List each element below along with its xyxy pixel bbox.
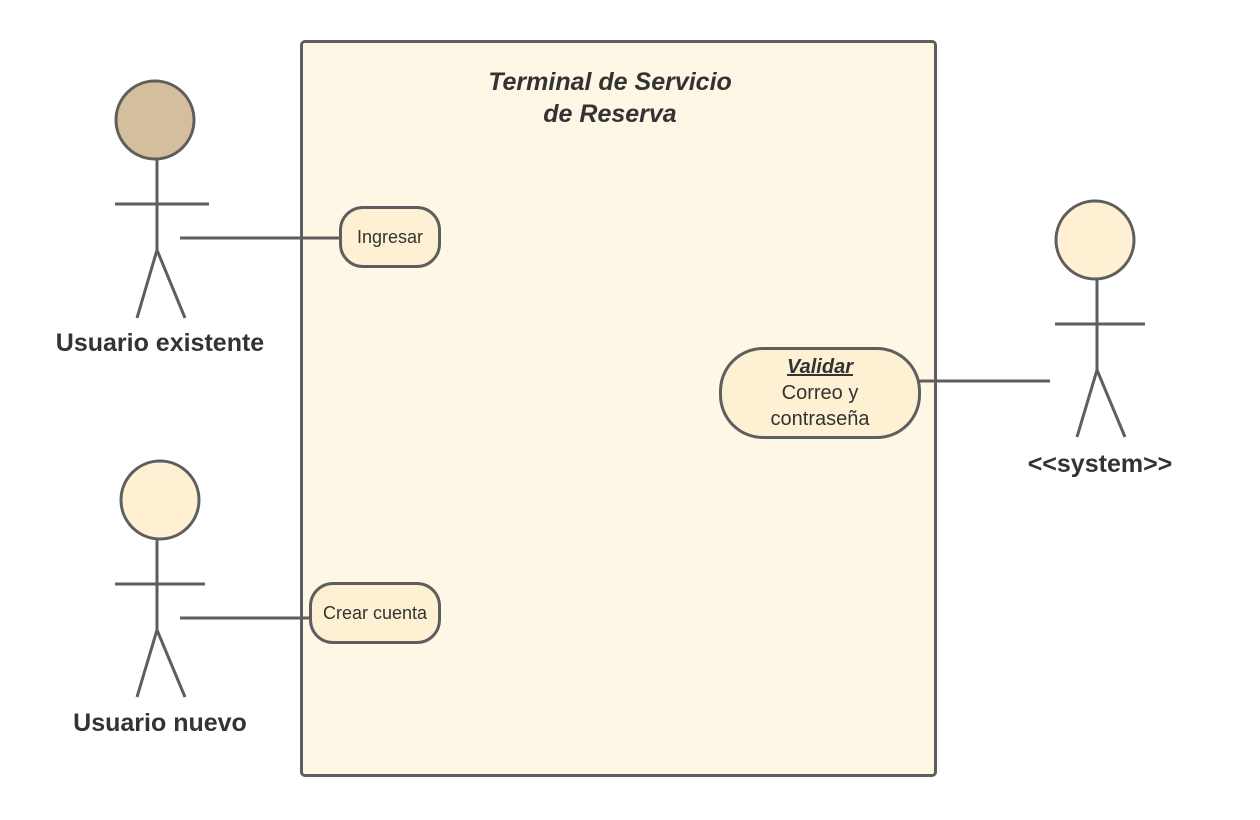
use-case-validate-body: Correo y contraseña [770, 382, 870, 430]
actor-system-head [1054, 199, 1136, 281]
use-case-create-account-label: Crear cuenta [322, 602, 428, 623]
actor-existing-user-head [114, 79, 196, 161]
actor-existing-user-label: Usuario existente [55, 329, 265, 357]
actor-new-user-right-leg [155, 629, 187, 698]
actor-new-user[interactable] [115, 459, 205, 698]
actor-new-user-label: Usuario nuevo [73, 709, 247, 737]
use-case-login-label: Ingresar [356, 226, 424, 247]
use-case-login[interactable]: Ingresar [339, 206, 441, 268]
use-case-validate-title: Validar [787, 356, 853, 378]
actor-new-user-head [119, 459, 201, 541]
actor-system-label: <<system>> [1027, 450, 1173, 478]
actor-existing-user[interactable] [114, 79, 209, 319]
actor-existing-user-left-leg [135, 249, 159, 319]
actor-system-left-leg [1075, 369, 1099, 438]
use-case-create-account[interactable]: Crear cuenta [309, 582, 441, 644]
actor-system-right-leg [1095, 369, 1127, 438]
system-title: Terminal de Servicio de Reserva [488, 68, 732, 128]
actor-system[interactable] [1054, 199, 1145, 438]
use-case-validate[interactable]: Validar Correo y contraseña [719, 347, 921, 439]
actor-existing-user-right-leg [155, 249, 187, 319]
actor-new-user-left-leg [135, 629, 159, 698]
